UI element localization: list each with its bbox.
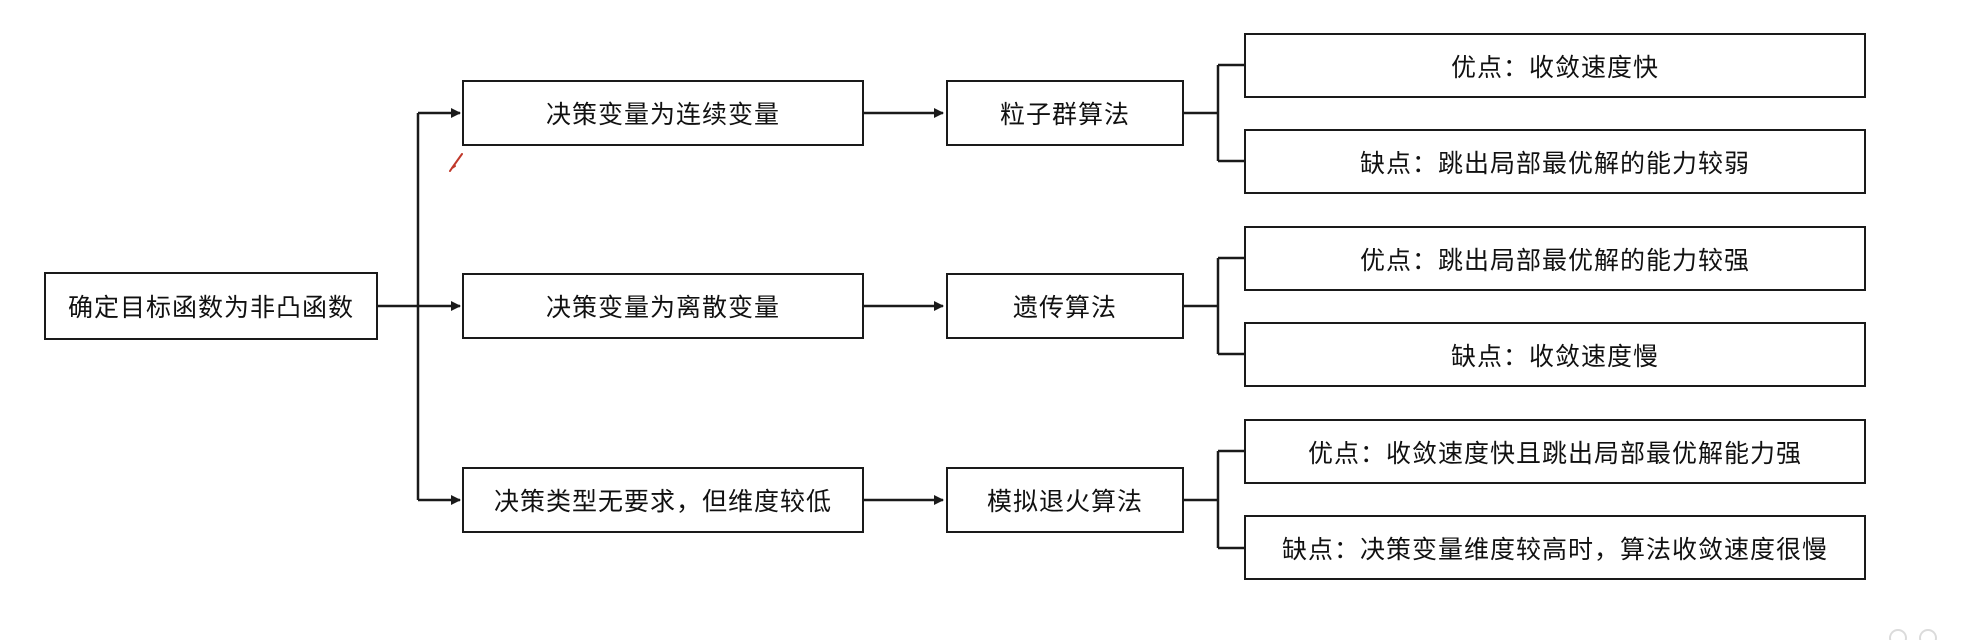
condition-box-continuous: 决策变量为连续变量	[462, 80, 864, 146]
cons-label: 缺点：收敛速度慢	[1450, 341, 1659, 371]
condition-label: 决策变量为连续变量	[545, 100, 780, 129]
pros-box-pso: 优点：收敛速度快	[1244, 33, 1866, 98]
condition-box-discrete: 决策变量为离散变量	[462, 273, 864, 339]
pros-label: 优点：收敛速度快且跳出局部最优解能力强	[1307, 438, 1802, 468]
pros-box-genetic: 优点：跳出局部最优解的能力较强	[1244, 226, 1866, 291]
pros-box-annealing: 优点：收敛速度快且跳出局部最优解能力强	[1244, 419, 1866, 484]
cons-box-annealing: 缺点：决策变量维度较高时，算法收敛速度很慢	[1244, 515, 1866, 580]
condition-label: 决策类型无要求，但维度较低	[493, 487, 832, 516]
cons-box-pso: 缺点：跳出局部最优解的能力较弱	[1244, 129, 1866, 194]
pen-annotation-mark	[449, 153, 463, 172]
corner-watermark-icon	[1889, 629, 1937, 640]
condition-label: 决策变量为离散变量	[545, 293, 780, 322]
root-label: 确定目标函数为非凸函数	[67, 293, 354, 322]
condition-box-low-dimension: 决策类型无要求，但维度较低	[462, 467, 864, 533]
pros-label: 优点：收敛速度快	[1450, 52, 1659, 82]
algorithm-label: 模拟退火算法	[986, 487, 1143, 516]
pros-label: 优点：跳出局部最优解的能力较强	[1359, 245, 1750, 275]
root-node: 确定目标函数为非凸函数	[44, 272, 378, 340]
algorithm-box-pso: 粒子群算法	[946, 80, 1184, 146]
algorithm-label: 遗传算法	[1012, 293, 1117, 322]
algorithm-box-genetic: 遗传算法	[946, 273, 1184, 339]
algorithm-box-annealing: 模拟退火算法	[946, 467, 1184, 533]
cons-box-genetic: 缺点：收敛速度慢	[1244, 322, 1866, 387]
algorithm-label: 粒子群算法	[999, 100, 1130, 129]
cons-label: 缺点：跳出局部最优解的能力较弱	[1359, 148, 1750, 178]
cons-label: 缺点：决策变量维度较高时，算法收敛速度很慢	[1281, 534, 1828, 564]
